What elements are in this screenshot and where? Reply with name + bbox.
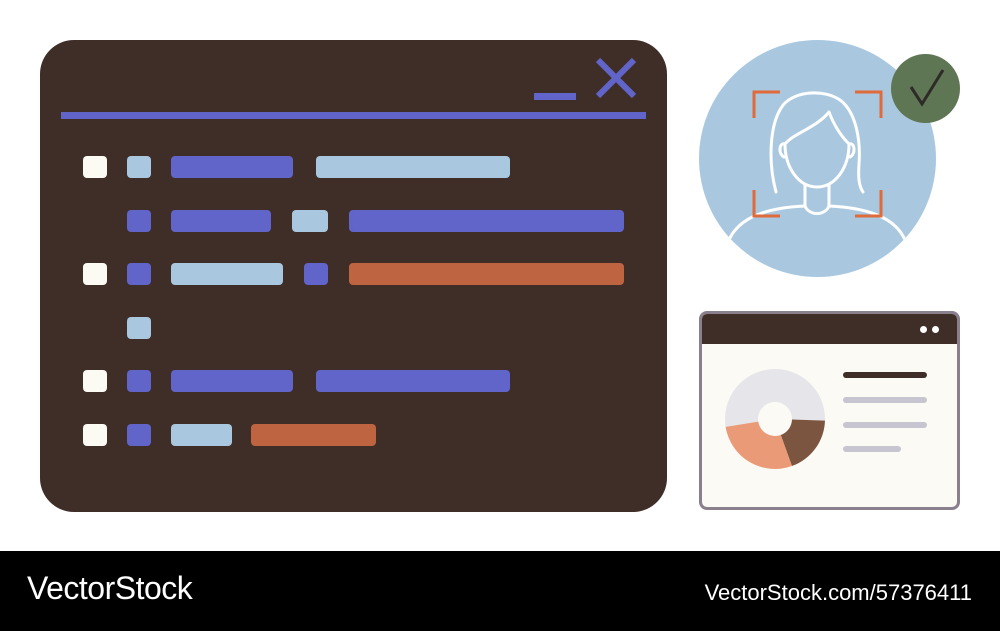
user-face-icon <box>725 90 909 247</box>
chart-window <box>699 311 960 510</box>
row-3-checkbox[interactable] <box>83 263 107 285</box>
window-header-rule <box>61 112 646 119</box>
row-6-bar-2 <box>251 424 376 446</box>
legend-line <box>843 446 901 452</box>
row-1-bar-1 <box>171 156 293 178</box>
row-2-bar-3 <box>349 210 624 232</box>
row-5-marker <box>127 370 151 392</box>
row-1-bar-2 <box>316 156 510 178</box>
row-2-marker <box>127 210 151 232</box>
row-3-marker <box>127 263 151 285</box>
close-icon[interactable] <box>593 55 639 101</box>
row-4-marker <box>127 317 151 339</box>
donut-slice-salmon <box>725 421 792 469</box>
donut-slice-brown <box>780 419 825 467</box>
row-3-bar-1 <box>171 263 283 285</box>
menu-dot-icon[interactable] <box>932 326 939 333</box>
row-6-checkbox[interactable] <box>83 424 107 446</box>
minimize-icon[interactable] <box>534 93 576 100</box>
row-6-marker <box>127 424 151 446</box>
donut-chart <box>725 368 825 469</box>
row-5-bar-2 <box>316 370 510 392</box>
close-icon-stroke <box>595 57 637 99</box>
legend-line <box>843 397 927 403</box>
illustration-canvas <box>40 40 960 512</box>
chart-window-titlebar <box>702 314 957 344</box>
row-3-bar-2 <box>304 263 328 285</box>
face-outline <box>725 91 909 247</box>
checkmark-icon <box>909 69 945 107</box>
row-3-bar-3 <box>349 263 624 285</box>
image-id-label: VectorStock.com/57376411 <box>704 580 972 605</box>
row-5-bar-1 <box>171 370 293 392</box>
row-1-checkbox[interactable] <box>83 156 107 178</box>
row-2-bar-2 <box>292 210 328 232</box>
vectorstock-logo: VectorStock <box>27 570 193 606</box>
footer-bar <box>0 551 1000 631</box>
row-2-bar-1 <box>171 210 271 232</box>
face-scan-frame <box>752 90 883 218</box>
row-5-checkbox[interactable] <box>83 370 107 392</box>
menu-dot-icon[interactable] <box>920 326 927 333</box>
row-6-bar-1 <box>171 424 232 446</box>
legend-line-dark <box>843 372 927 378</box>
legend-line <box>843 422 927 428</box>
code-window <box>40 40 667 512</box>
donut-slice-light <box>725 368 825 427</box>
verified-badge <box>891 54 960 123</box>
row-1-marker <box>127 156 151 178</box>
